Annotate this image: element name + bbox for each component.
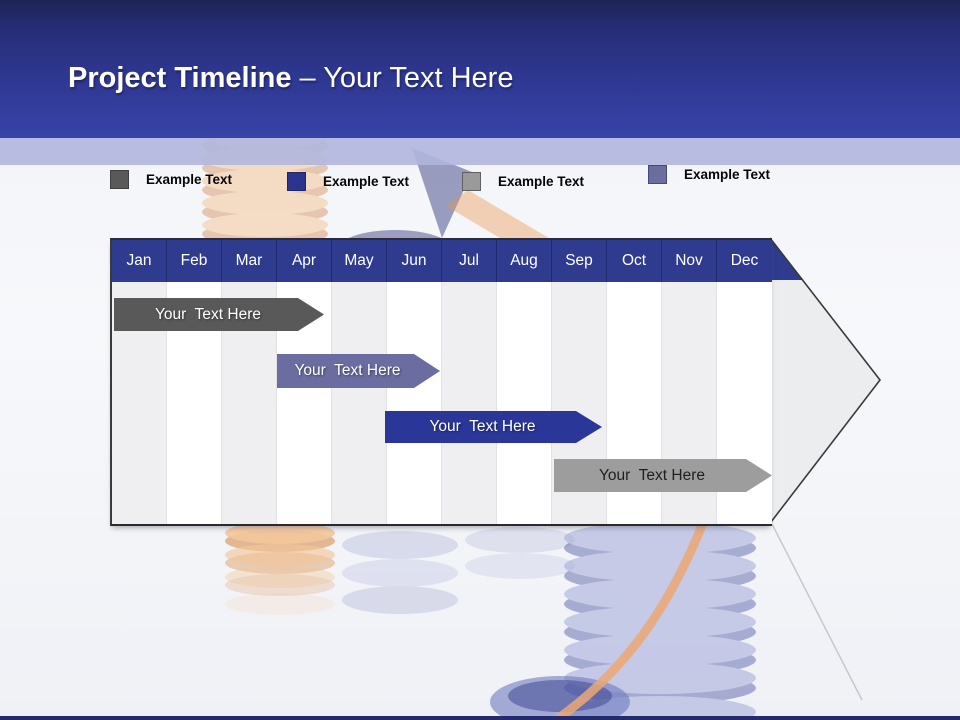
legend-label: Example Text (323, 174, 410, 189)
grid-column (387, 282, 442, 524)
timeline-chart: Jan Feb Mar Apr May Jun Jul Aug Sep Oct … (110, 238, 772, 526)
slide-header: Project Timeline – Your Text Here (0, 0, 960, 138)
legend-item-1: Example Text (110, 170, 232, 189)
month-cell: Jul (442, 240, 497, 282)
month-cell: Apr (277, 240, 332, 282)
footer-strip (0, 716, 960, 720)
legend-swatch (648, 165, 667, 184)
timeline-bar-label: Your Text Here (599, 466, 705, 484)
month-cell: Oct (607, 240, 662, 282)
coin-stack-orange-reflection (225, 522, 335, 615)
coin-blue-glossy-cap (490, 676, 630, 720)
timeline-grid (112, 282, 772, 524)
legend-label: Example Text (498, 174, 585, 189)
legend-label: Example Text (146, 172, 233, 187)
timeline-bar-label: Your Text Here (294, 362, 401, 379)
month-cell: Nov (662, 240, 717, 282)
month-cell: Feb (167, 240, 222, 282)
month-cell: Jan (112, 240, 167, 282)
coin-stack-blue-faint-2 (465, 527, 575, 579)
legend-swatch (462, 172, 481, 191)
coin-stack-blue-faint-1 (342, 531, 458, 614)
month-header-row: Jan Feb Mar Apr May Jun Jul Aug Sep Oct … (112, 240, 772, 282)
month-cell: Jun (387, 240, 442, 282)
legend-item-2: Example Text (287, 172, 409, 191)
grid-column (442, 282, 497, 524)
timeline-bar-4: Your Text Here (554, 459, 772, 492)
timeline-bar-2: Your Text Here (277, 354, 440, 388)
timeline-bar-3: Your Text Here (385, 411, 602, 443)
month-cell: May (332, 240, 387, 282)
timeline-bar-label: Your Text Here (429, 418, 536, 435)
page-title: Project Timeline – Your Text Here (68, 62, 513, 95)
month-cell: Dec (730, 252, 759, 269)
legend-item-3: Example Text (462, 172, 584, 191)
grid-column (497, 282, 552, 524)
month-cell: Aug (497, 240, 552, 282)
grid-column (332, 282, 387, 524)
legend-swatch (110, 170, 129, 189)
legend-swatch (287, 172, 306, 191)
header-accent-band (0, 138, 960, 165)
coin-stack-blue-main (564, 522, 756, 720)
legend-item-4: Example Text (648, 165, 770, 184)
timeline-bar-1: Your Text Here (114, 298, 324, 331)
arrowhead-reflection-line (771, 523, 863, 701)
month-cell: Sep (552, 240, 607, 282)
legend-label: Example Text (684, 167, 771, 182)
title-main: Project Timeline (68, 62, 292, 94)
timeline-arrowhead (769, 237, 882, 523)
title-subtitle: – Your Text Here (291, 62, 514, 94)
month-cell: Mar (222, 240, 277, 282)
timeline-bar-label: Your Text Here (155, 305, 261, 323)
orange-swoosh (553, 521, 708, 720)
